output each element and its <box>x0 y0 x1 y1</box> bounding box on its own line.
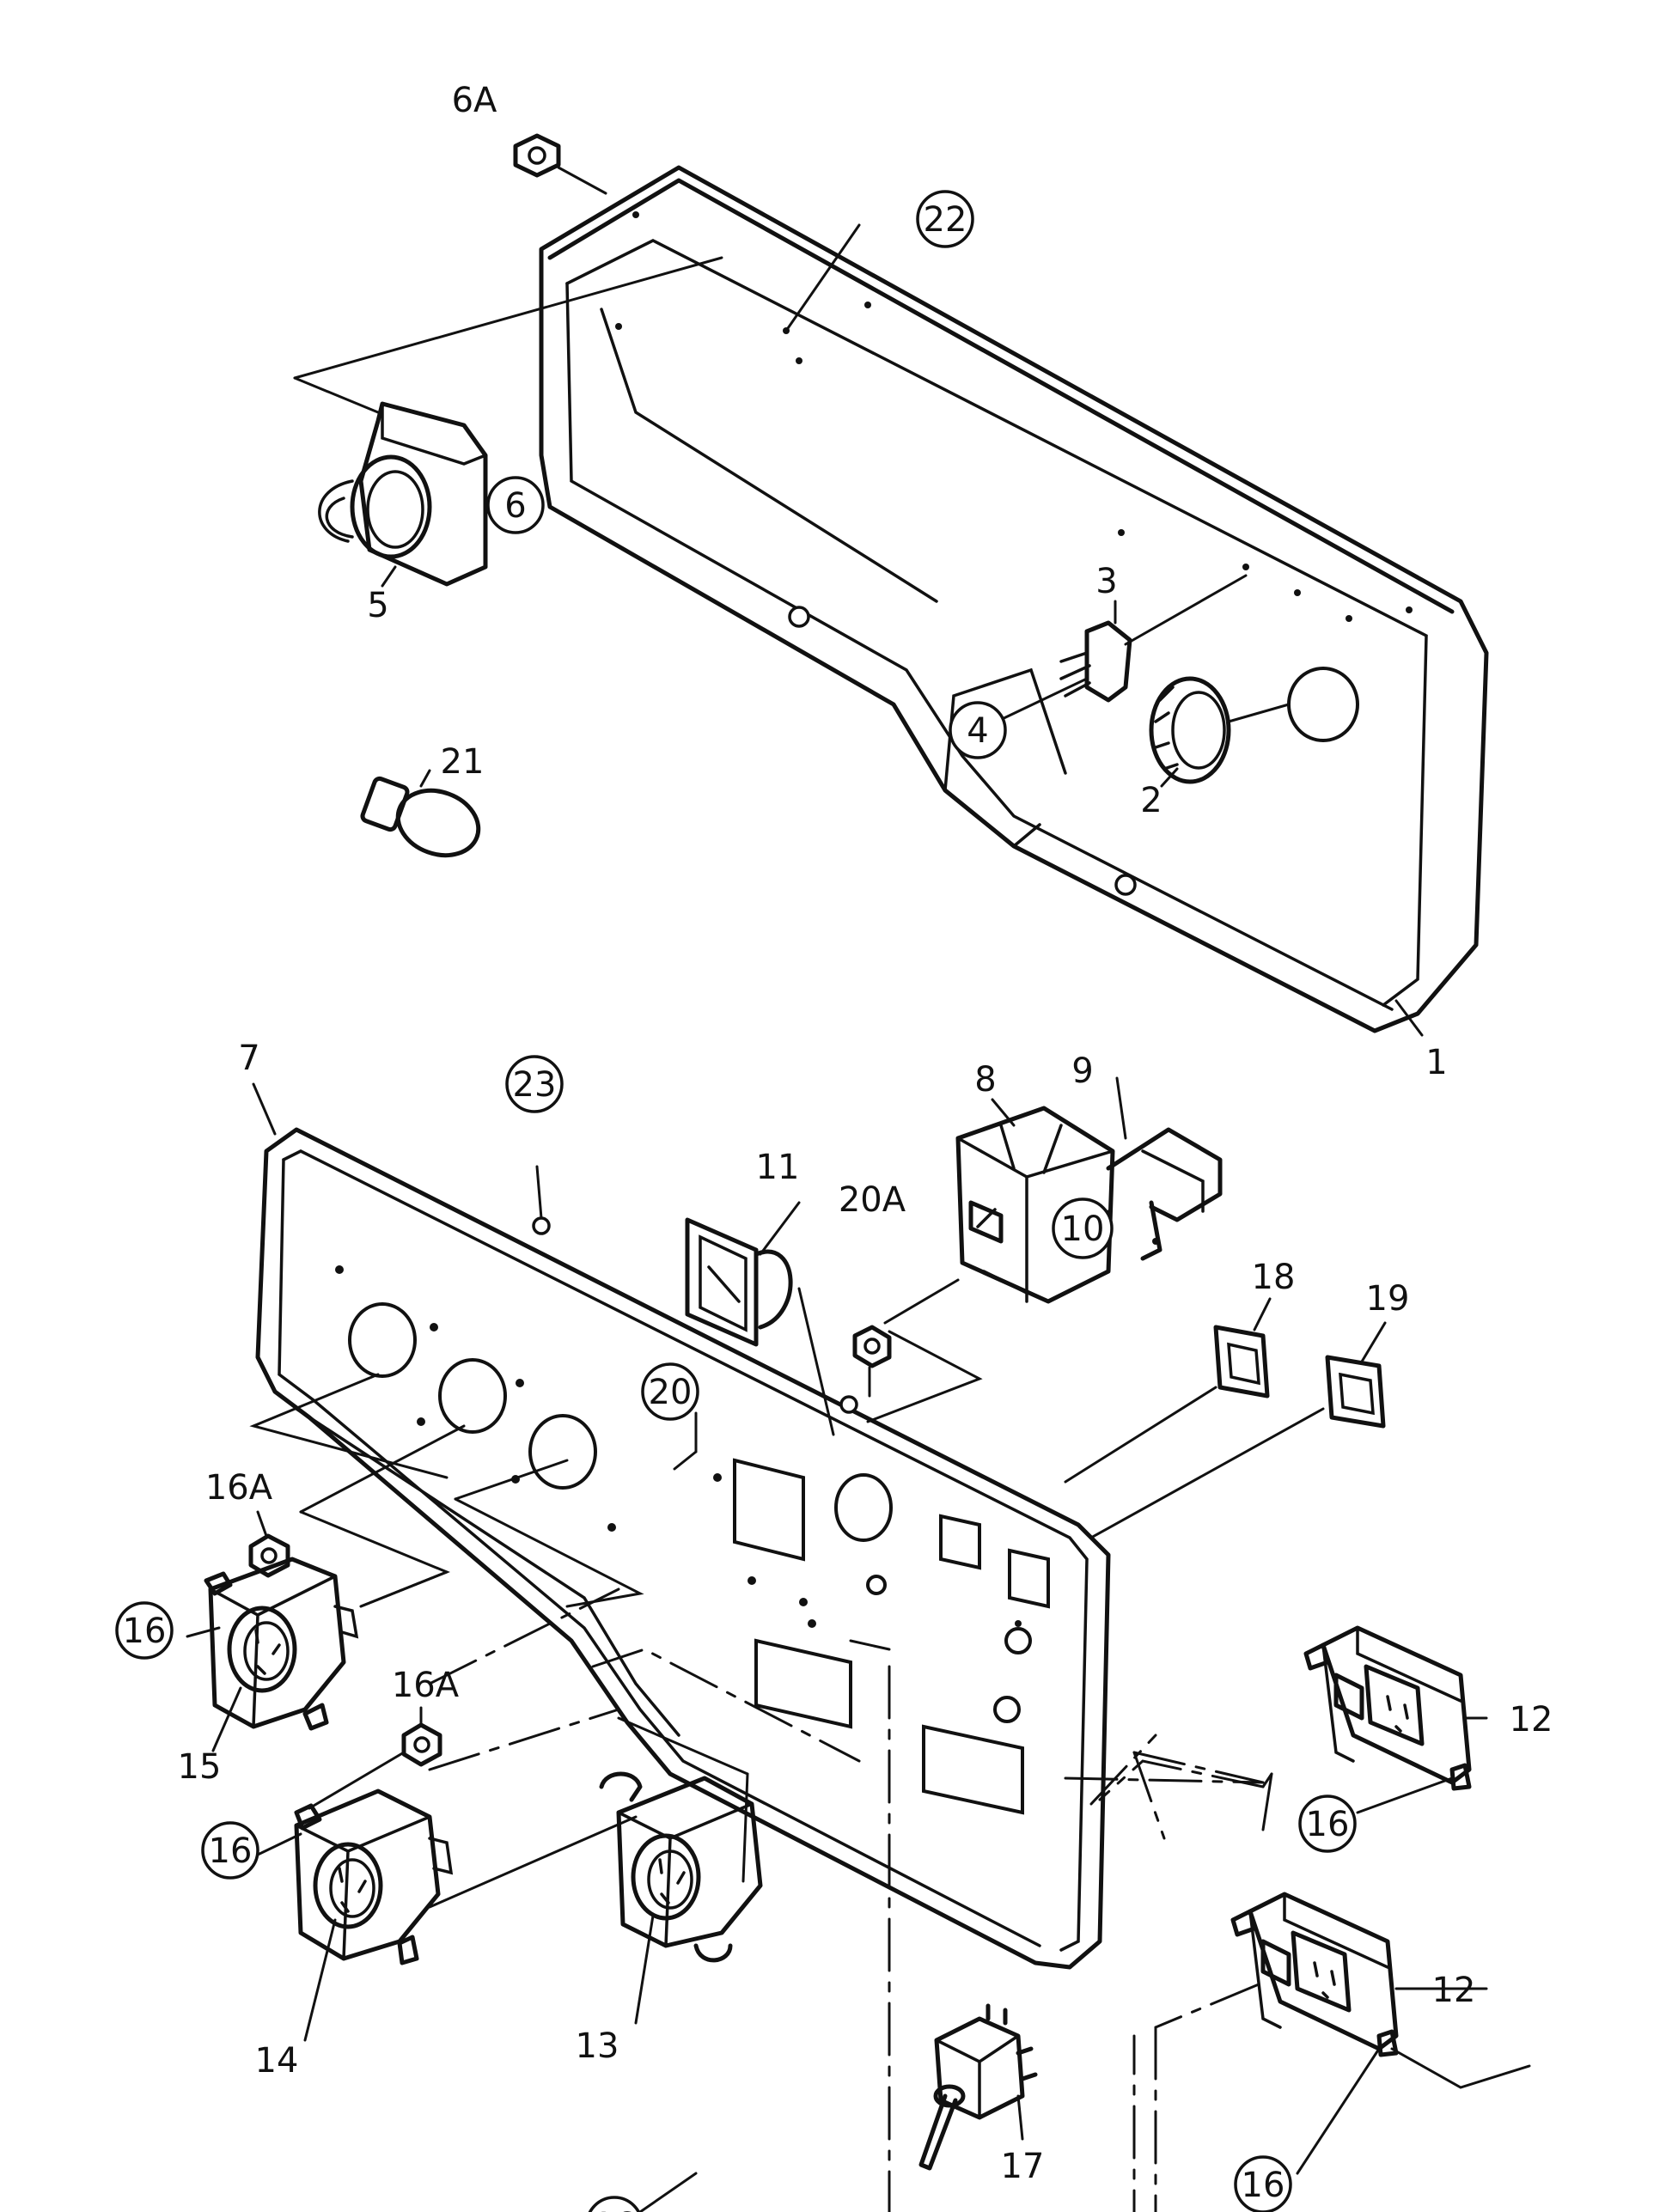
callout-22-label: 22 <box>924 200 967 240</box>
callout-11: 11 <box>756 1148 800 1187</box>
callout-16-c: 16 <box>588 2196 641 2212</box>
callout-9-label: 9 <box>1071 1051 1093 1091</box>
callout-3-label: 3 <box>1095 562 1117 601</box>
callout-4: 4 <box>949 701 1007 759</box>
callout-16-c-label: 16 <box>593 2206 637 2212</box>
callout-7-label: 7 <box>238 1039 259 1078</box>
callout-2: 2 <box>1140 781 1162 820</box>
nut-16a-lower <box>308 1706 442 1810</box>
callout-21-label: 21 <box>441 742 485 782</box>
assembly-leaders <box>249 1373 1531 2212</box>
callout-16-b: 16 <box>201 1821 259 1880</box>
callout-7: 7 <box>238 1039 259 1078</box>
callout-23-label: 23 <box>513 1065 557 1105</box>
callout-4-label: 4 <box>967 711 988 751</box>
callout-14: 14 <box>255 2041 299 2081</box>
toggle-switch-17 <box>918 2003 1038 2171</box>
callout-20a-label: 20A <box>839 1180 906 1220</box>
callout-leaders <box>186 223 1488 2212</box>
callout-18-label: 18 <box>1252 1258 1296 1297</box>
callouts: 1 2 3 4 5 6 6A 7 8 9 10 11 12 12 13 14 1… <box>115 81 1553 2212</box>
bracket-9 <box>1106 1127 1223 1261</box>
front-control-panel <box>255 1127 1111 1970</box>
callout-13-label: 13 <box>576 2026 619 2066</box>
callout-11-label: 11 <box>756 1148 800 1187</box>
callout-6a: 6A <box>452 81 497 120</box>
rocker-switch-18 <box>1064 1325 1270 1484</box>
callout-17-label: 17 <box>1001 2147 1045 2186</box>
callout-16-a-label: 16 <box>123 1612 167 1651</box>
lamp-socket-5 <box>293 256 723 587</box>
callout-16-e-label: 16 <box>1242 2166 1285 2205</box>
callout-16-b-label: 16 <box>209 1831 253 1871</box>
callout-16a-lower-label: 16A <box>392 1666 460 1705</box>
circuit-breaker-8 <box>955 1106 1115 1304</box>
duplex-receptacle-12-lower <box>1230 1892 1399 2057</box>
callout-20: 20 <box>641 1362 699 1421</box>
callout-14-label: 14 <box>255 2041 299 2081</box>
callout-5-label: 5 <box>367 586 388 625</box>
callout-19: 19 <box>1366 1279 1410 1319</box>
callout-10: 10 <box>1052 1197 1114 1259</box>
callout-8: 8 <box>974 1060 996 1100</box>
callout-20a: 20A <box>839 1180 906 1220</box>
callout-16-a: 16 <box>115 1601 174 1660</box>
callout-16a-upper: 16A <box>205 1468 273 1508</box>
connector-3 <box>995 574 1248 723</box>
callout-16a-lower: 16A <box>392 1666 460 1705</box>
callout-10-label: 10 <box>1061 1210 1105 1249</box>
rocker-switch-19 <box>1089 1355 1386 1539</box>
callout-22: 22 <box>916 190 974 248</box>
lamp-bulb-21 <box>360 776 481 858</box>
callout-6: 6 <box>486 476 545 534</box>
callout-6a-label: 6A <box>452 81 497 120</box>
rear-housing-shell <box>539 165 1489 1033</box>
nut-20a <box>852 1278 983 1423</box>
callout-3: 3 <box>1095 562 1117 601</box>
callout-18: 18 <box>1252 1258 1296 1297</box>
callout-12-lower-label: 12 <box>1432 1971 1476 2010</box>
callout-5: 5 <box>367 586 388 625</box>
callout-1-label: 1 <box>1425 1043 1447 1082</box>
callout-9: 9 <box>1071 1051 1093 1091</box>
callout-2-label: 2 <box>1140 781 1162 820</box>
callout-6-label: 6 <box>504 486 526 526</box>
grommet-2 <box>1149 676 1291 784</box>
callout-12-upper: 12 <box>1510 1700 1553 1740</box>
callout-15-label: 15 <box>178 1747 222 1787</box>
nut-16a-upper <box>248 1510 290 1578</box>
callout-16-d: 16 <box>1298 1795 1357 1853</box>
callout-17: 17 <box>1001 2147 1045 2186</box>
callout-16-d-label: 16 <box>1306 1805 1350 1844</box>
duplex-receptacle-12-upper <box>1303 1625 1472 1791</box>
nut-6a <box>513 133 607 195</box>
callout-13: 13 <box>576 2026 619 2066</box>
callout-16-e: 16 <box>1234 2155 1292 2212</box>
callout-1: 1 <box>1425 1043 1447 1082</box>
callout-19-label: 19 <box>1366 1279 1410 1319</box>
receptacle-15 <box>204 1557 359 1731</box>
callout-23: 23 <box>505 1055 564 1113</box>
callout-12-upper-label: 12 <box>1510 1700 1553 1740</box>
callout-16a-upper-label: 16A <box>205 1468 273 1508</box>
callout-20-label: 20 <box>649 1373 693 1412</box>
callout-21: 21 <box>441 742 485 782</box>
receptacle-14 <box>294 1788 454 1965</box>
callout-8-label: 8 <box>974 1060 996 1100</box>
callout-15: 15 <box>178 1747 222 1787</box>
hour-meter-11 <box>685 1201 835 1436</box>
receptacle-13 <box>599 1771 763 1963</box>
callout-12-lower: 12 <box>1432 1971 1476 2010</box>
